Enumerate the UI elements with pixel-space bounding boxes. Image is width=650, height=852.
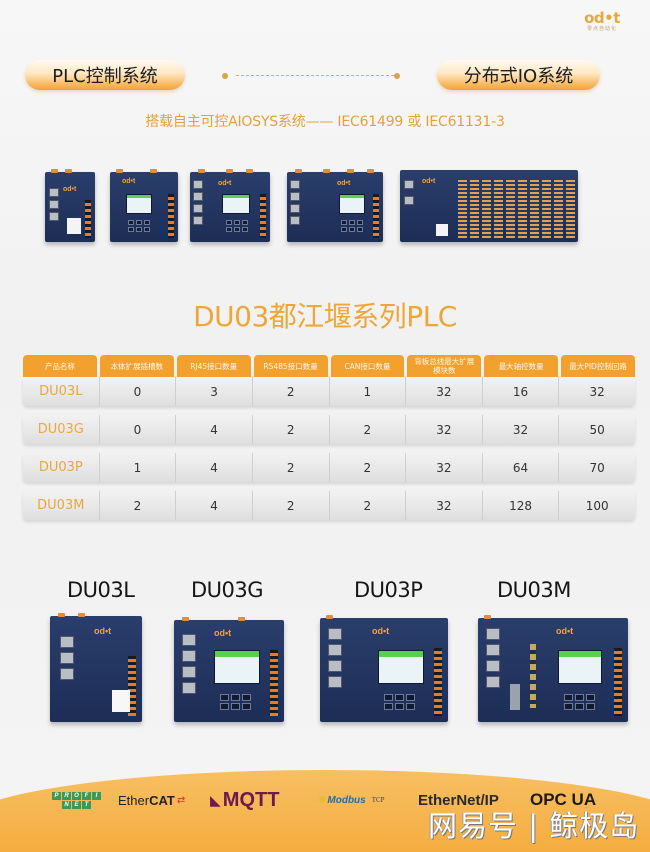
ethercat-arrows-icon: ⇄: [176, 794, 186, 806]
modbus-sun-icon: ✺: [318, 794, 327, 806]
connector-line: [222, 73, 400, 79]
header-product-name: 产品名称: [23, 355, 97, 377]
cell: 32: [405, 377, 482, 406]
cell: 32: [405, 453, 482, 482]
header-max-axes: 最大轴控数量: [484, 355, 559, 377]
device-image-du03m: od•t: [478, 615, 628, 722]
device-image-du03g-small: od•t: [110, 169, 178, 242]
cell: 4: [175, 491, 252, 520]
device-image-du03m-small: od•t: [287, 169, 383, 242]
main-title: DU03都江堰系列PLC: [193, 300, 457, 333]
cell: 4: [175, 415, 252, 444]
cell: 32: [481, 415, 559, 444]
cell: 2: [251, 377, 329, 406]
device-image-du03l: od•t: [50, 613, 142, 722]
mqtt-signal-icon: ◣: [210, 791, 221, 808]
cell: 50: [558, 415, 635, 444]
cell: 64: [481, 453, 559, 482]
cell: 32: [558, 377, 635, 406]
cell: 3: [175, 377, 252, 406]
watermark: 网易号 | 鲸极岛: [428, 809, 640, 843]
device-image-du03p: od•t: [320, 615, 448, 722]
header-rj45-count: RJ45接口数量: [176, 355, 251, 377]
table-body: DU03L 0 3 2 1 32 16 32 DU03G 0 4 2 2 32 …: [23, 377, 635, 520]
cell: 128: [481, 491, 559, 520]
ethernet-ip-logo: EtherNet/IP: [418, 791, 499, 809]
header-expansion-slots: 本体扩展插槽数: [99, 355, 174, 377]
table-row: DU03G 0 4 2 2 32 32 50: [23, 415, 635, 444]
device-image-du03p-small: od•t: [190, 169, 270, 242]
cell-model: DU03M: [37, 498, 85, 513]
footer-band: [0, 770, 650, 852]
plc-control-system-pill: PLC控制系统: [25, 60, 185, 90]
mqtt-logo: ◣MQTT: [210, 788, 280, 811]
distributed-io-system-pill: 分布式IO系统: [437, 60, 600, 90]
cell: 2: [328, 453, 406, 482]
table-row: DU03M 2 4 2 2 32 128 100: [23, 491, 635, 520]
cell: 32: [405, 415, 482, 444]
device-image-du03l-small: od•t: [45, 169, 95, 242]
connector-dot-left: [222, 73, 228, 79]
table-row: DU03L 0 3 2 1 32 16 32: [23, 377, 635, 406]
cell: 2: [98, 491, 176, 520]
header-max-pid-loops: 最大PID控制回路: [561, 355, 635, 377]
cell: 2: [328, 415, 406, 444]
device-image-distributed-io: od•t: [400, 170, 578, 242]
cell: 2: [328, 491, 406, 520]
cell: 0: [98, 377, 176, 406]
logo-text: od•t: [584, 9, 620, 27]
device-image-du03g: od•t: [174, 617, 284, 722]
logo-subtitle: 零点自动化: [586, 26, 617, 32]
connector-dash: [236, 75, 394, 76]
cell: 0: [98, 415, 176, 444]
spec-table: 产品名称 本体扩展插槽数 RJ45接口数量 RS485接口数量 CAN接口数量 …: [23, 355, 635, 520]
cell: 32: [405, 491, 482, 520]
header-can-count: CAN接口数量: [330, 355, 405, 377]
cell: 4: [175, 453, 252, 482]
table-header: 产品名称 本体扩展插槽数 RJ45接口数量 RS485接口数量 CAN接口数量 …: [23, 355, 635, 377]
model-label-du03m: DU03M: [497, 578, 571, 602]
table-row: DU03P 1 4 2 2 32 64 70: [23, 453, 635, 482]
brand-logo: od•t 零点自动化: [580, 10, 624, 32]
cell: 2: [251, 415, 329, 444]
cell: 2: [251, 453, 329, 482]
header-rs485-count: RS485接口数量: [253, 355, 328, 377]
model-label-du03g: DU03G: [191, 578, 264, 602]
cell: 16: [481, 377, 559, 406]
cell-model: DU03L: [39, 384, 83, 399]
cell: 2: [251, 491, 329, 520]
cell: 1: [328, 377, 406, 406]
header-backplane-max-modules: 背板总线最大扩展模块数: [407, 355, 482, 377]
cell-model: DU03G: [37, 422, 84, 437]
subtitle: 搭载自主可控AIOSYS系统—— IEC61499 或 IEC61131-3: [145, 114, 505, 130]
cell: 70: [558, 453, 635, 482]
model-label-du03p: DU03P: [354, 578, 423, 602]
model-label-du03l: DU03L: [67, 578, 135, 602]
cell: 100: [558, 491, 635, 520]
opc-ua-logo: OPC UA: [530, 790, 597, 809]
connector-dot-right: [394, 73, 400, 79]
cell-model: DU03P: [38, 460, 83, 475]
cell: 1: [98, 453, 176, 482]
